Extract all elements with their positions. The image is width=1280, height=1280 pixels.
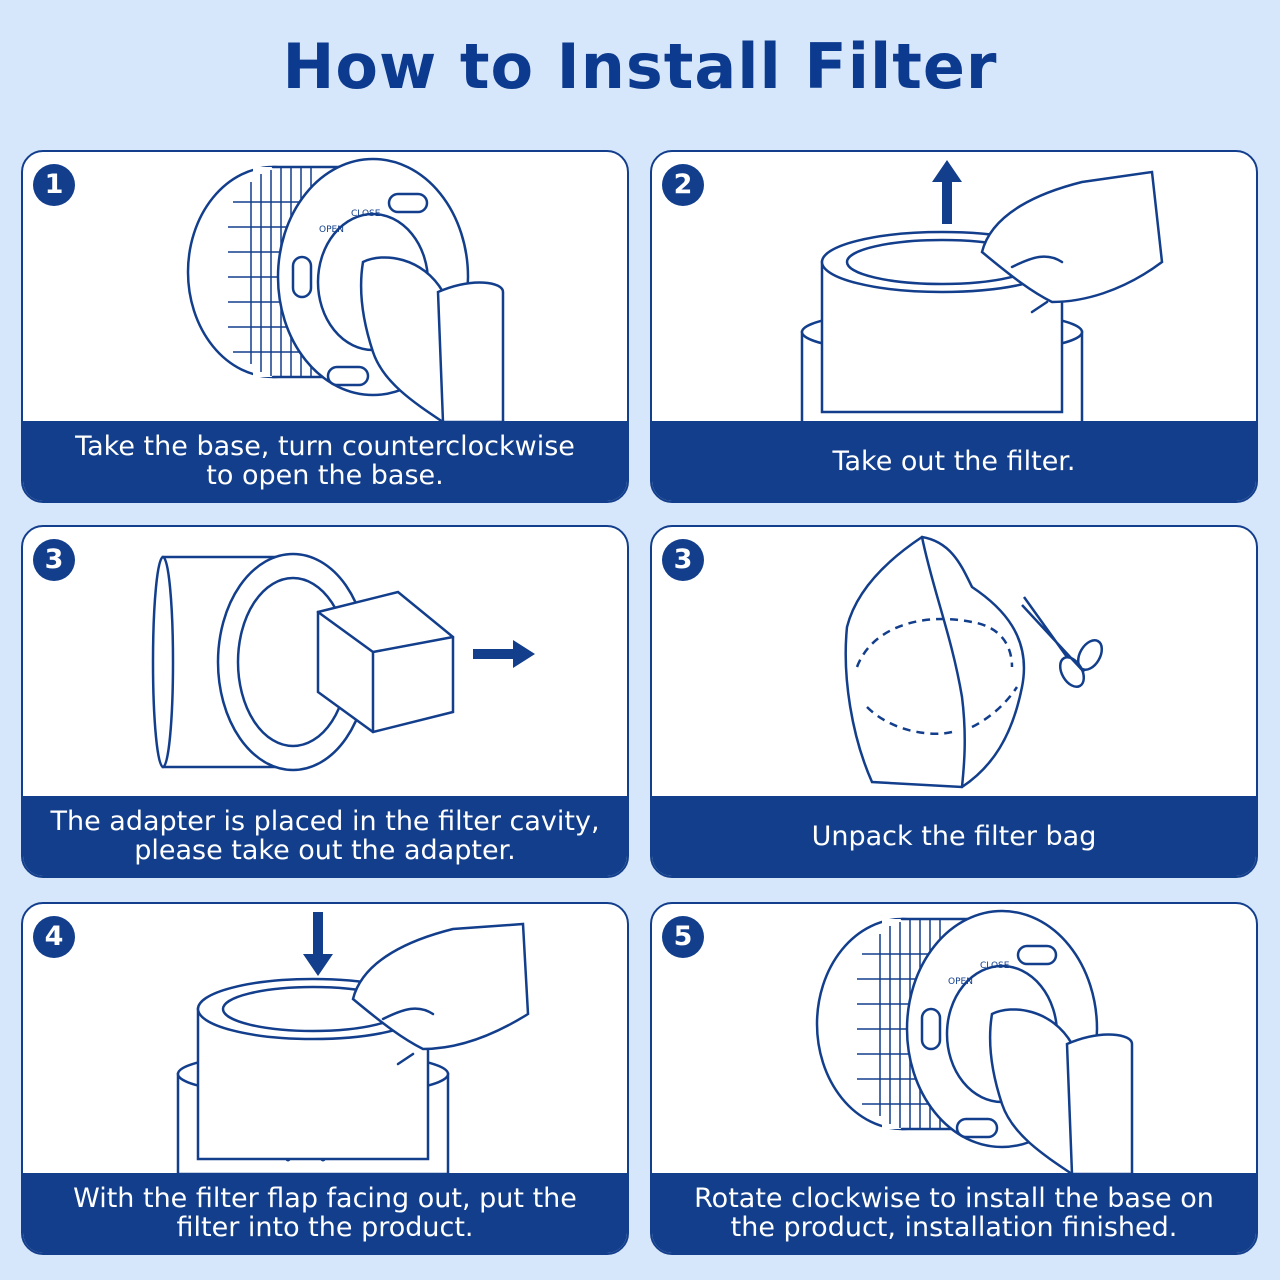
remove-adapter-illustration <box>151 552 535 772</box>
install-base-illustration: OPEN CLOSE <box>815 909 1134 1174</box>
step-card-6: 5 OPEN CLOSE Rotate clockwise to install… <box>650 902 1258 1255</box>
step-number-badge: 1 <box>33 164 75 206</box>
open-base-illustration: OPEN CLOSE <box>186 157 505 422</box>
step-number-badge: 2 <box>662 164 704 206</box>
step-caption: Rotate clockwise to install the base on … <box>652 1173 1256 1253</box>
step-card-1: 1 OPEN CLOSE Take the base, turn counter… <box>21 150 629 503</box>
step-caption: Take the base, turn counterclockwise to … <box>23 421 627 501</box>
step-card-5: 4 With the filter flap facing out, put t… <box>21 902 629 1255</box>
step-card-2: 2 Take out the filter. <box>650 150 1258 503</box>
close-label: CLOSE <box>351 209 381 219</box>
step-caption: Unpack the filter bag <box>652 796 1256 876</box>
page-title: How to Install Filter <box>282 30 998 103</box>
step-number-badge: 4 <box>33 916 75 958</box>
step-card-3: 3 The adapter is placed in the filter ca… <box>21 525 629 878</box>
step-card-4: 3 Unpack the filter bag <box>650 525 1258 878</box>
insert-filter-illustration <box>176 912 530 1174</box>
step-number-badge: 3 <box>662 539 704 581</box>
step-number-badge: 5 <box>662 916 704 958</box>
close-label: CLOSE <box>980 961 1010 971</box>
filter-bag-illustration <box>844 535 1104 789</box>
open-label: OPEN <box>948 977 973 987</box>
take-out-filter-illustration <box>800 160 1164 422</box>
step-caption: The adapter is placed in the filter cavi… <box>23 796 627 876</box>
step-caption: Take out the filter. <box>652 421 1256 501</box>
step-caption: With the filter flap facing out, put the… <box>23 1173 627 1253</box>
open-label: OPEN <box>319 225 344 235</box>
step-number-badge: 3 <box>33 539 75 581</box>
